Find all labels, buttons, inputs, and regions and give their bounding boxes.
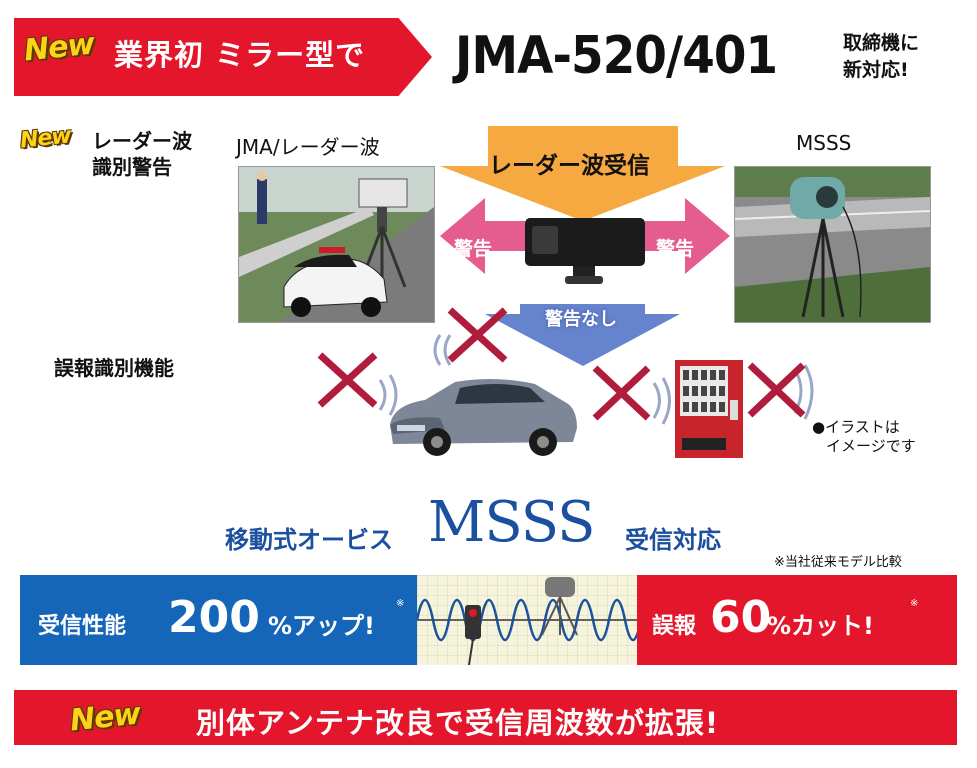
model-note-line1: 取締機に	[843, 32, 920, 54]
radar-title-line1: レーダー波	[92, 129, 192, 153]
illustration-note: ●イラストは イメージです	[812, 418, 916, 456]
false-alarm-cut-label: 誤報	[652, 614, 697, 639]
wave-graphic	[415, 575, 643, 666]
jma-label: JMA/レーダー波	[236, 135, 380, 159]
radar-title-line2: 識別警告	[92, 155, 172, 179]
warn-left-label: 警告	[454, 238, 493, 260]
footer-text: 別体アンテナ改良で受信周波数が拡張!	[196, 706, 720, 740]
msss-big: MSSS	[428, 490, 595, 555]
warn-left-arrow	[440, 198, 525, 274]
photo-msss	[734, 166, 931, 323]
false-alarm-cut-value: 60	[710, 592, 772, 643]
performance-panel-wave	[415, 575, 643, 666]
no-warn-arrow	[485, 304, 680, 366]
model-note: 取締機に 新対応!	[843, 30, 919, 84]
warn-right-arrow	[645, 198, 730, 274]
car-image	[390, 378, 577, 456]
msss-label: MSSS	[796, 131, 852, 155]
receive-arrow	[440, 126, 725, 221]
vending-machine-image	[675, 360, 743, 458]
msss-scene-image	[735, 167, 930, 322]
cross-icon	[433, 307, 508, 366]
receive-performance-unit: %アップ!	[268, 612, 375, 640]
illustration-note-line1: ●イラストは	[812, 418, 900, 436]
performance-panel-right	[637, 575, 957, 665]
police-scene-image	[239, 167, 434, 322]
msss-prefix: 移動式オービス	[225, 526, 393, 554]
top-banner	[14, 18, 432, 96]
radar-diagram	[440, 126, 730, 366]
new-badge-footer: New	[68, 696, 142, 739]
footer-banner	[14, 690, 957, 745]
new-badge-top: New	[22, 26, 96, 69]
model-note-line2: 新対応!	[843, 59, 909, 81]
compare-note: ※当社従来モデル比較	[774, 555, 902, 570]
new-badge-radar: New	[18, 123, 72, 154]
performance-panel-left	[20, 575, 417, 665]
receive-performance-label: 受信性能	[38, 614, 127, 639]
cross-icon	[317, 352, 398, 416]
note-mark-right: ※	[910, 598, 919, 609]
receive-label: レーダー波受信	[489, 153, 650, 179]
banner-headline: 業界初 ミラー型で	[114, 38, 366, 72]
receive-performance-value: 200	[168, 592, 260, 643]
radar-title: レーダー波 識別警告	[92, 128, 192, 180]
illustration-note-line2: イメージです	[826, 437, 916, 455]
note-mark-left: ※	[396, 598, 405, 609]
false-alarm-title: 誤報識別機能	[54, 356, 174, 380]
warn-right-label: 警告	[656, 238, 695, 260]
no-warn-label: 警告なし	[545, 309, 617, 330]
photo-jma-police	[238, 166, 435, 323]
msss-suffix: 受信対応	[625, 526, 721, 554]
model-name: JMA-520/401	[455, 26, 778, 86]
false-alarm-cut-unit: %カット!	[767, 612, 874, 640]
cross-icon	[592, 365, 671, 425]
cross-icon	[747, 362, 814, 420]
